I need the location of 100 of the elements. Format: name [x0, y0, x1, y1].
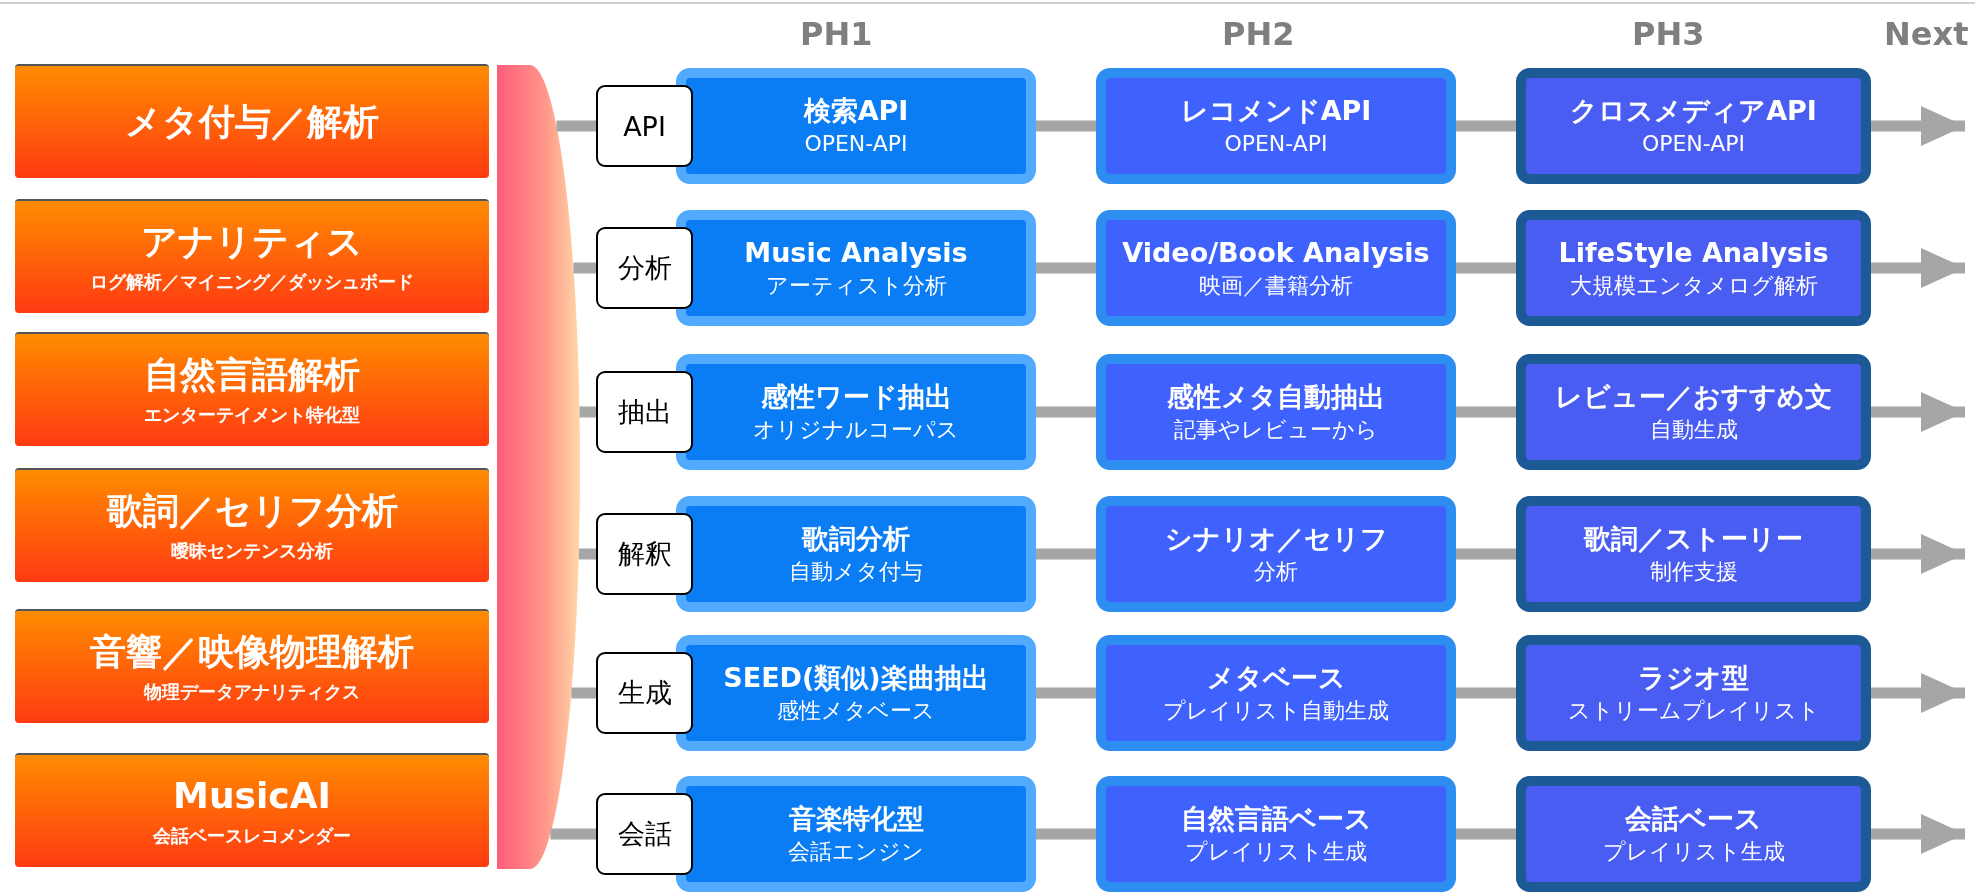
box-title: 歌詞分析	[802, 522, 910, 555]
connector-line	[579, 406, 596, 418]
box-title: Video/Book Analysis	[1122, 236, 1430, 269]
capability-box	[15, 201, 489, 313]
capability-box	[15, 334, 489, 446]
box-subtitle: 会話ベースレコメンダー	[153, 823, 351, 848]
category-label: 分析	[617, 251, 672, 285]
box-subtitle: 自動生成	[1649, 417, 1738, 444]
box-subtitle: 感性メタベース	[777, 698, 935, 725]
box-title: MusicAI	[173, 774, 331, 818]
connector-line	[1456, 687, 1516, 699]
box-subtitle: OPEN-API	[1224, 131, 1328, 158]
box-title: SEED(類似)楽曲抽出	[723, 661, 989, 694]
box-subtitle: OPEN-API	[804, 131, 908, 158]
box-subtitle: 大規模エンタメログ解析	[1569, 273, 1818, 300]
box-title: 音楽特化型	[788, 802, 924, 835]
connector-line	[571, 687, 596, 699]
connector-line	[1456, 828, 1516, 840]
box-title: 音響／映像物理解析	[90, 630, 414, 674]
box-subtitle: 会話エンジン	[788, 839, 924, 866]
box-title: レコメンドAPI	[1180, 94, 1372, 127]
box-subtitle: ログ解析／マイニング／ダッシュボード	[90, 269, 414, 294]
capability-box	[15, 611, 489, 723]
connector-line	[1036, 262, 1096, 274]
box-title: 自然言語ベース	[1180, 802, 1372, 835]
phase-box	[1096, 635, 1456, 751]
connector-line	[1456, 262, 1516, 274]
category-label: 会話	[617, 817, 672, 851]
box-subtitle: 映画／書籍分析	[1199, 273, 1353, 300]
arrow	[1871, 248, 1965, 288]
phase-header: PH3	[1632, 15, 1705, 53]
phase-box	[676, 496, 1036, 612]
arrow	[1871, 814, 1965, 854]
phase-box	[1516, 354, 1871, 470]
phase-box	[1096, 354, 1456, 470]
box-title: メタベース	[1206, 661, 1346, 694]
arrow	[1871, 106, 1965, 146]
phase-box	[676, 635, 1036, 751]
connector-line	[1456, 548, 1516, 560]
phase-box	[1516, 496, 1871, 612]
box-title: 感性ワード抽出	[760, 380, 952, 413]
category-box	[596, 85, 693, 167]
box-subtitle: OPEN-API	[1641, 131, 1746, 158]
box-title: 感性メタ自動抽出	[1167, 380, 1385, 413]
phase-header: PH2	[1222, 15, 1295, 53]
phase-box	[676, 68, 1036, 184]
connector-line	[573, 262, 596, 274]
connector-line	[1036, 828, 1096, 840]
box-title: 検索API	[803, 94, 909, 127]
box-subtitle: 記事やレビューから	[1174, 417, 1378, 444]
phase-header: PH1	[800, 15, 873, 53]
connector-line	[1036, 406, 1096, 418]
box-subtitle: プレイリスト自動生成	[1163, 698, 1389, 725]
phase-box	[1096, 496, 1456, 612]
category-box	[596, 371, 693, 453]
arrow	[1871, 673, 1965, 713]
box-subtitle: オリジナルコーパス	[753, 417, 959, 444]
box-subtitle: アーティスト分析	[765, 273, 947, 300]
box-title: 歌詞／ストーリー	[1584, 522, 1803, 555]
box-subtitle: プレイリスト生成	[1185, 839, 1367, 866]
connector-line	[1456, 120, 1516, 132]
box-title: 自然言語解析	[144, 353, 360, 397]
box-subtitle: ストリームプレイリスト	[1567, 698, 1820, 725]
box-title: クロスメディアAPI	[1570, 94, 1817, 127]
phase-box	[676, 210, 1036, 326]
category-label: 抽出	[617, 395, 672, 429]
box-subtitle: 自動メタ付与	[789, 559, 923, 586]
box-title: レビュー／おすすめ文	[1555, 380, 1832, 413]
box-title: メタ付与／解析	[125, 100, 379, 144]
phase-box	[1096, 68, 1456, 184]
box-subtitle: 曖昧センテンス分析	[171, 538, 333, 563]
phase-box	[1516, 635, 1871, 751]
capability-box	[15, 755, 489, 867]
category-label: API	[623, 110, 666, 142]
arrow	[1871, 534, 1965, 574]
box-subtitle: 物理データアナリティクス	[144, 679, 360, 704]
connector-line	[1036, 687, 1096, 699]
box-title: ラジオ型	[1638, 661, 1749, 694]
box-title: 歌詞／セリフ分析	[106, 489, 398, 533]
box-subtitle: プレイリスト生成	[1602, 839, 1785, 866]
box-subtitle: 制作支援	[1649, 559, 1738, 586]
phase-box	[1096, 776, 1456, 892]
category-label: 解釈	[617, 537, 672, 571]
category-box	[596, 652, 693, 734]
capability-box	[15, 66, 489, 178]
box-title: シナリオ／セリフ	[1164, 522, 1388, 555]
phase-box	[1516, 210, 1871, 326]
box-title: アナリティス	[141, 220, 363, 264]
connector-line	[1456, 406, 1516, 418]
connector-line	[1036, 120, 1096, 132]
connector-line	[1036, 548, 1096, 560]
box-title: LifeStyle Analysis	[1558, 236, 1829, 269]
capability-box	[15, 470, 489, 582]
category-label: 生成	[617, 676, 672, 710]
arrow	[1871, 392, 1965, 432]
box-title: 会話ベース	[1625, 802, 1762, 835]
connector-line	[550, 828, 596, 840]
box-subtitle: エンターテイメント特化型	[144, 402, 360, 427]
phase-box	[676, 354, 1036, 470]
phase-header: Next	[1884, 15, 1969, 53]
